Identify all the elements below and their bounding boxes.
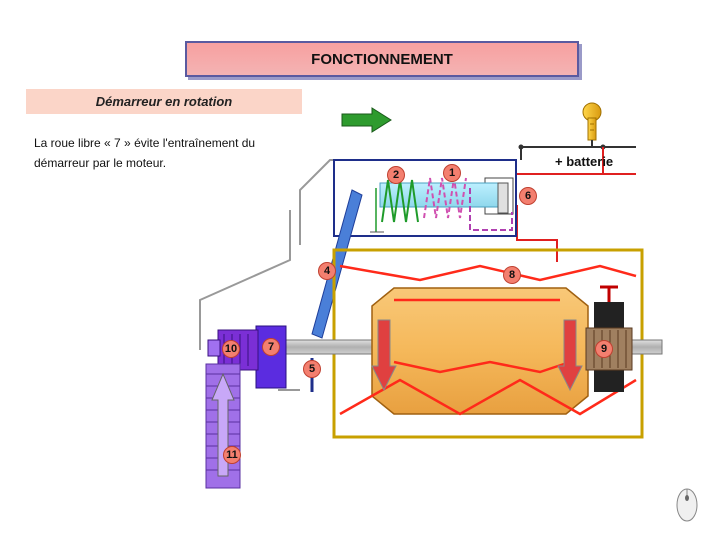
label-1: 1 — [443, 164, 461, 182]
label-2: 2 — [387, 166, 405, 184]
label-7: 7 — [262, 338, 280, 356]
mouse-icon — [676, 488, 698, 522]
label-6: 6 — [519, 187, 537, 205]
ignition-key-icon — [582, 102, 602, 141]
description-line-2: démarreur par le moteur. — [34, 156, 167, 170]
flywheel-gear — [205, 363, 241, 489]
commutator — [585, 285, 633, 392]
label-9: 9 — [595, 340, 613, 358]
page-title: FONCTIONNEMENT — [185, 41, 579, 77]
shift-lever — [311, 189, 363, 339]
label-8: 8 — [503, 266, 521, 284]
label-11: 11 — [223, 446, 241, 464]
label-10: 10 — [222, 340, 240, 358]
green-arrow-icon — [341, 107, 392, 133]
solenoid — [333, 159, 517, 237]
label-4: 4 — [318, 262, 336, 280]
motor-armature — [339, 264, 637, 416]
label-5: 5 — [303, 360, 321, 378]
description-line-1: La roue libre « 7 » évite l'entraînement… — [34, 136, 256, 150]
section-subtitle: Démarreur en rotation — [26, 89, 302, 114]
battery-label: + batterie — [555, 154, 614, 169]
